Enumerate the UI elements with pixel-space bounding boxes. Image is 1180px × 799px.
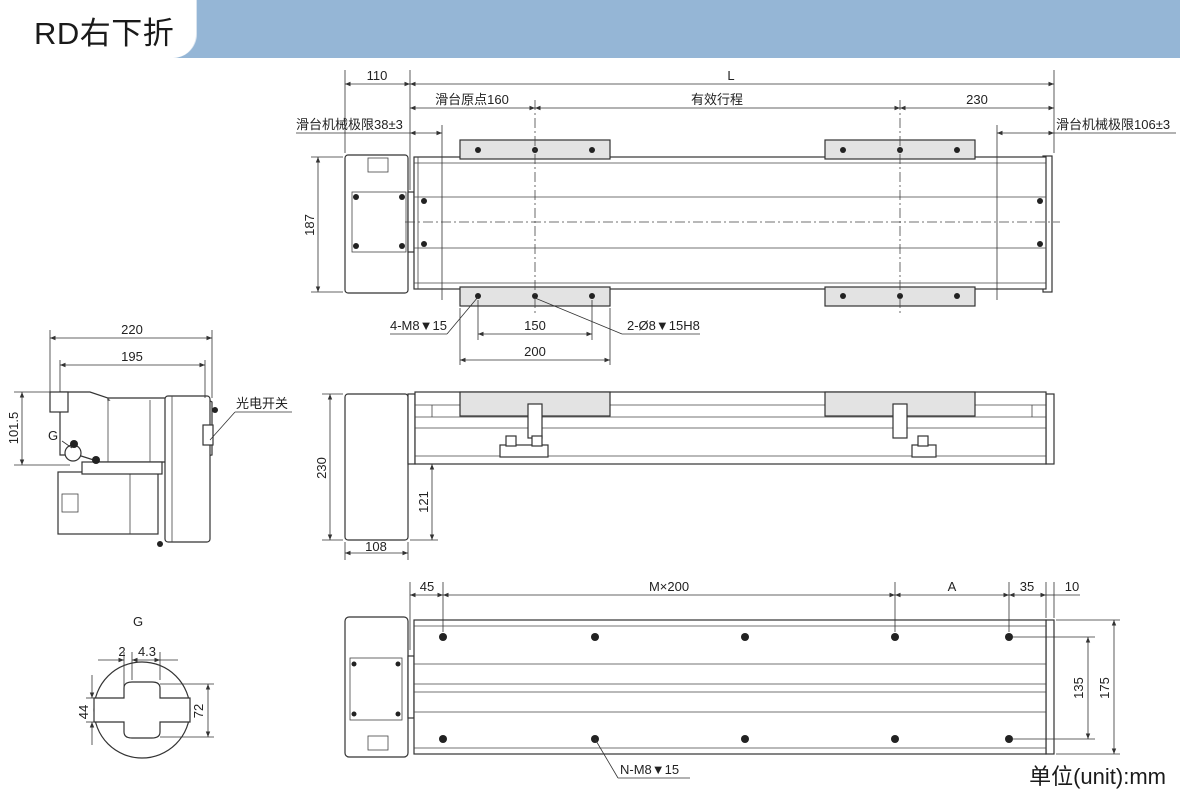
dim-left-limit: 滑台机械极限38±3 [296, 117, 403, 132]
dim-L: L [727, 68, 734, 83]
dim-44: 44 [76, 705, 91, 719]
dim-A: A [948, 579, 957, 594]
dim-101-5: 101.5 [6, 412, 21, 445]
note-pin: 2-Ø8▼15H8 [627, 318, 700, 333]
top-motor-box [344, 154, 409, 294]
dim-72: 72 [191, 704, 206, 718]
dim-stroke: 有效行程 [691, 92, 743, 107]
dim-200: 200 [524, 344, 546, 359]
dim-4-3: 4.3 [138, 644, 156, 659]
unit-note: 单位(unit):mm [1029, 764, 1166, 789]
end-view-body [164, 395, 211, 543]
end-view-motor [57, 471, 159, 535]
dim-230-side: 230 [314, 457, 329, 479]
dim-135: 135 [1071, 677, 1086, 699]
bottom-view: 45 M×200 A 35 10 135 175 N-M8▼15 [344, 579, 1120, 779]
dim-origin-160: 滑台原点160 [435, 92, 509, 107]
side-view: 230 121 108 [314, 391, 1055, 560]
dim-195: 195 [121, 349, 143, 364]
dim-right-limit: 滑台机械极限106±3 [1056, 117, 1170, 132]
top-motor-connector [367, 157, 389, 173]
bottom-rail-body [413, 619, 1047, 755]
dim-10: 10 [1065, 579, 1079, 594]
drawing-title: RD右下折 [34, 16, 175, 51]
dim-45: 45 [420, 579, 434, 594]
side-motor-box [344, 393, 409, 541]
g-marker: G [48, 428, 58, 443]
dim-M200: M×200 [649, 579, 689, 594]
title-tab: RD右下折 [0, 0, 197, 58]
note-N-M8: N-M8▼15 [620, 762, 679, 777]
end-view: 220 195 101.5 G 光电开关 [6, 322, 292, 547]
dim-150: 150 [524, 318, 546, 333]
dim-175: 175 [1097, 677, 1112, 699]
sensor-label: 光电开关 [236, 396, 288, 411]
dim-110: 110 [367, 68, 388, 83]
dim-35: 35 [1020, 579, 1034, 594]
detail-g: G 2 4.3 44 72 [76, 614, 214, 759]
dim-187: 187 [302, 214, 317, 236]
dim-121: 121 [416, 491, 431, 513]
dim-230-top: 230 [966, 92, 988, 107]
top-view: 110 L 滑台原点160 有效行程 230 滑台机械极限38±3 滑台机械极限… [296, 68, 1176, 365]
sensor-block [202, 424, 214, 446]
detail-g-title: G [133, 614, 143, 629]
dim-2: 2 [118, 644, 125, 659]
top-rail-body [413, 156, 1047, 290]
dim-108: 108 [365, 539, 387, 554]
note-4-M8: 4-M8▼15 [390, 318, 447, 333]
dim-220: 220 [121, 322, 143, 337]
